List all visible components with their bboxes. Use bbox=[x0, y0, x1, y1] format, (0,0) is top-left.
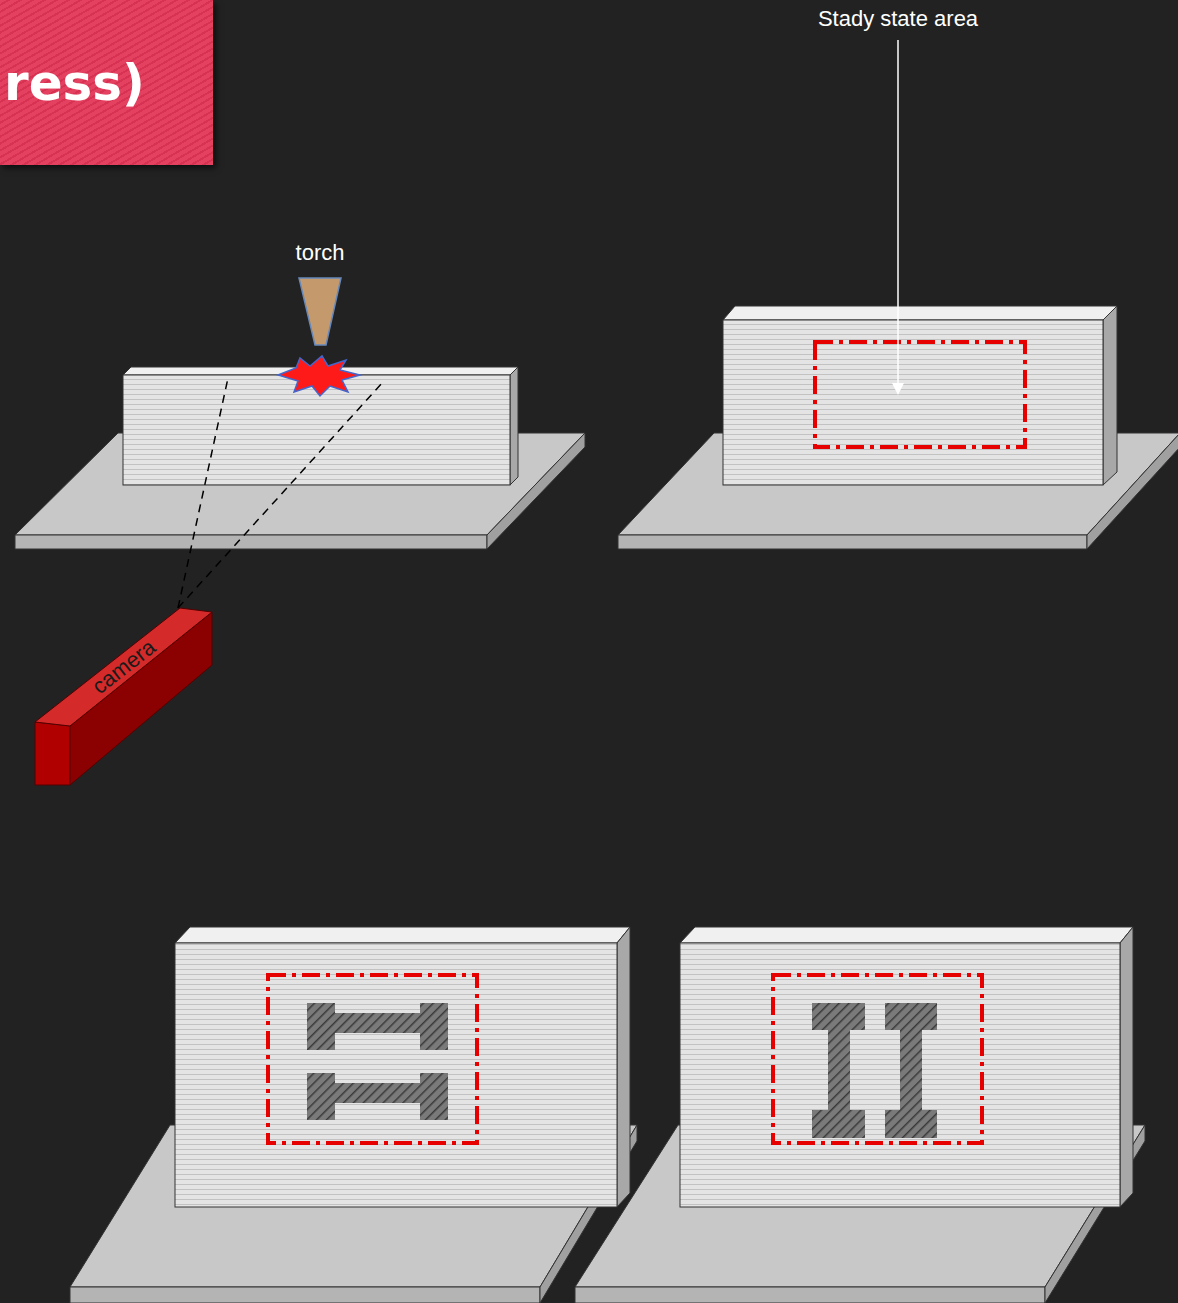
torch-label: torch bbox=[296, 240, 345, 266]
deposited-wall bbox=[680, 927, 1133, 1207]
deposited-wall bbox=[723, 306, 1117, 485]
camera-symbol bbox=[35, 608, 212, 785]
steady-state-region bbox=[268, 975, 477, 1143]
leader-arrowhead bbox=[892, 383, 904, 395]
torch-symbol bbox=[299, 278, 341, 345]
leader-arrow bbox=[897, 40, 899, 384]
title-banner: ress) bbox=[0, 0, 213, 165]
tensile-specimen bbox=[885, 1003, 937, 1138]
banner-text: ress) bbox=[4, 54, 145, 112]
deposited-wall bbox=[175, 927, 630, 1207]
camera-view-line bbox=[178, 382, 383, 608]
tensile-specimen bbox=[812, 1003, 865, 1138]
steady-state-region bbox=[815, 342, 1025, 447]
arc-spark bbox=[278, 356, 360, 396]
camera-view-line bbox=[178, 378, 228, 608]
tensile-specimen bbox=[307, 1073, 448, 1120]
steady-state-region bbox=[773, 975, 982, 1143]
tensile-specimen bbox=[307, 1003, 448, 1050]
region-label: Stady state area bbox=[818, 6, 978, 32]
